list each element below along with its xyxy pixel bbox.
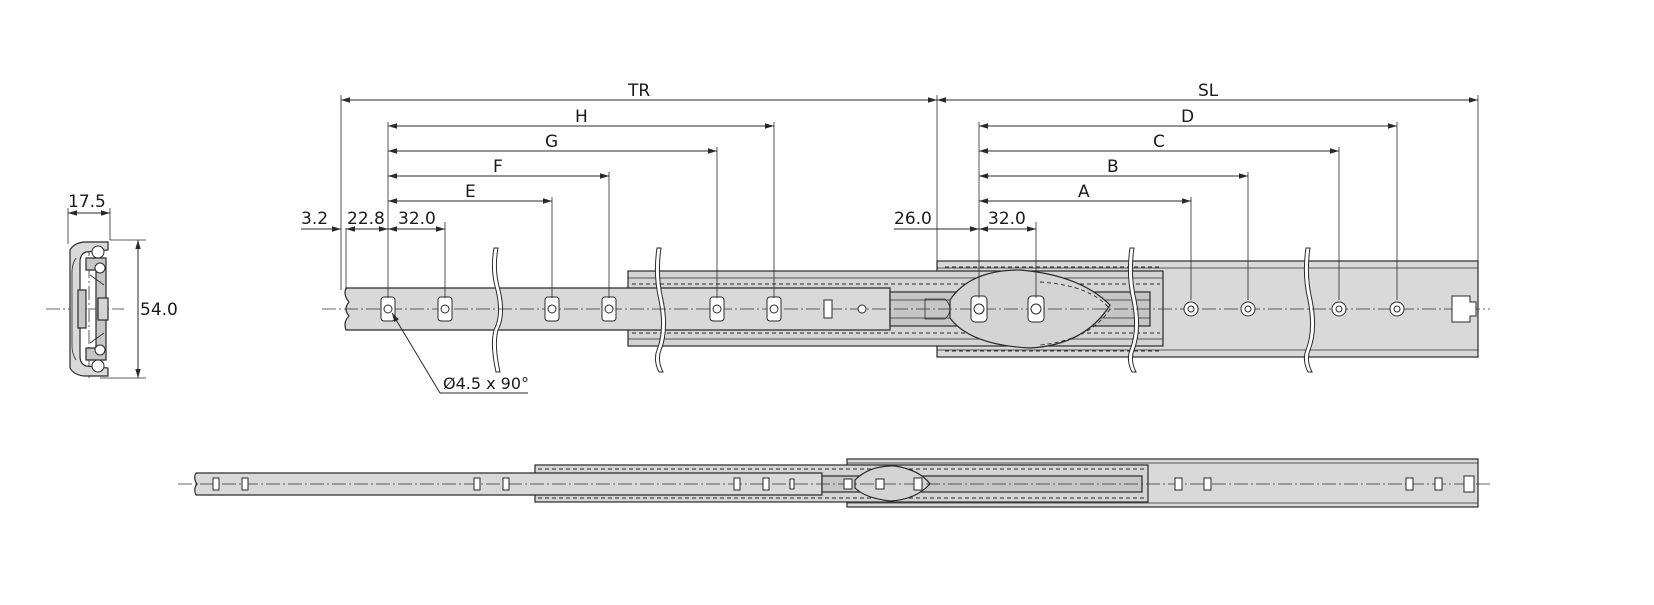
hole-spec-label: Ø4.5 x 90°	[443, 374, 529, 393]
dim-label-h: H	[575, 107, 588, 127]
dim-label-a: A	[1078, 182, 1090, 202]
dim-label-sl: SL	[1198, 81, 1219, 101]
ball-retainer-top	[632, 266, 1160, 352]
break-line-4	[1303, 247, 1316, 373]
break-line-3	[1127, 247, 1140, 373]
dim-label-e: E	[465, 182, 476, 202]
dim-label-22-8: 22.8	[347, 209, 385, 229]
dimension-lines	[301, 97, 1478, 394]
bottom-holes	[212, 475, 1475, 493]
section-height-label: 54.0	[140, 300, 178, 320]
dim-label-f: F	[493, 157, 503, 177]
dim-label-b: B	[1107, 157, 1119, 177]
dim-label-26-0: 26.0	[894, 209, 932, 229]
break-line-2	[654, 247, 667, 373]
bottom-overview	[178, 458, 1490, 508]
section-width-label: 17.5	[68, 192, 106, 212]
inner-member-holes	[380, 296, 867, 322]
outer-member-holes	[970, 295, 1477, 323]
dim-label-tr: TR	[627, 81, 650, 101]
main-slide-view: TR SL H G F E D C B A 3.2 22.8 32.0 26.0…	[301, 81, 1490, 394]
dim-label-d: D	[1181, 107, 1194, 127]
dim-label-3-2: 3.2	[301, 209, 328, 229]
dim-label-32-right: 32.0	[988, 209, 1026, 229]
dim-label-c: C	[1153, 132, 1165, 152]
dim-label-g: G	[545, 132, 558, 152]
break-line-1	[491, 247, 504, 373]
cross-section-view: 17.5 54.0	[46, 192, 178, 379]
dim-label-32-left: 32.0	[398, 209, 436, 229]
